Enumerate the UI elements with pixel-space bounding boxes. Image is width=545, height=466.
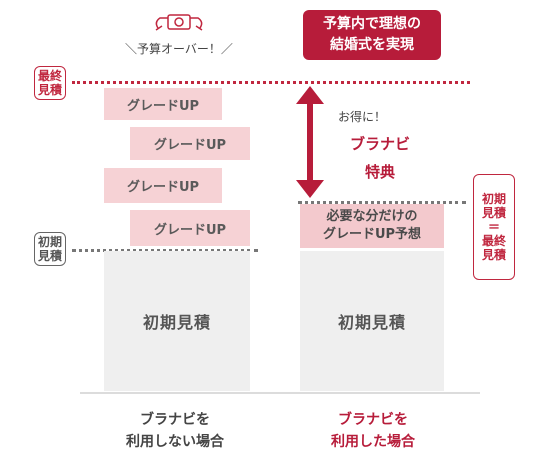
upgrade-block: グレードUP xyxy=(104,88,222,120)
right-initial-estimate-block: 初期見積 xyxy=(300,251,444,391)
right-initial-estimate-label: 初期見積 xyxy=(337,313,406,332)
final-estimate-label: 最終 見積 xyxy=(34,66,66,100)
right-estimate-line xyxy=(298,201,466,204)
left-initial-estimate-block: 初期見積 xyxy=(104,251,250,391)
right-caption: ブラナビを 利用した場合 xyxy=(331,412,415,450)
final-estimate-line xyxy=(72,81,470,84)
necessary-upgrade-block: 必要な分だけの グレードUP予想 xyxy=(300,204,444,248)
bonus-label: ブラナビ 特典 xyxy=(349,135,410,181)
upgrade-block: グレードUP xyxy=(130,210,250,246)
left-caption: ブラナビを 利用しない場合 xyxy=(126,412,224,450)
upgrade-block: グレードUP xyxy=(104,168,222,203)
initial-estimate-label: 初期 見積 xyxy=(34,232,66,266)
double-arrow-icon xyxy=(296,86,324,198)
initial-estimate-line xyxy=(72,249,258,252)
initial-equals-final-label: 初期 見積 ＝ 最終 見積 xyxy=(473,174,515,280)
upgrade-block: グレードUP xyxy=(130,127,250,160)
baseline xyxy=(80,392,480,394)
ideal-wedding-callout: 予算内で理想の 結婚式を実現 xyxy=(303,10,441,60)
left-initial-estimate-label: 初期見積 xyxy=(142,313,211,332)
wallet-icon xyxy=(155,14,203,31)
bonus-hand-text: お得に！ xyxy=(338,110,387,124)
over-budget-shout: ＼予算オーバー！／ xyxy=(125,41,233,56)
